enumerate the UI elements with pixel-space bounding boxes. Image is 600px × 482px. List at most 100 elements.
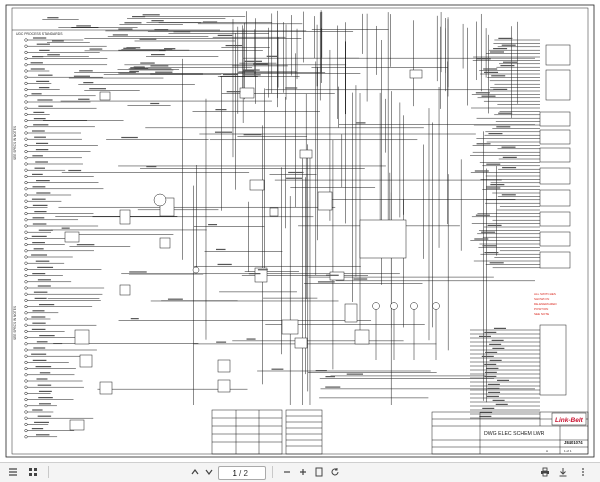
terminal-symbol	[24, 422, 28, 426]
wire-tag	[39, 49, 50, 51]
wire-tag	[492, 399, 505, 401]
wire-tag	[38, 304, 55, 306]
wire-tag	[243, 69, 260, 71]
wire-tag	[146, 166, 157, 168]
terminal-symbol	[24, 218, 28, 222]
wire-tag	[481, 95, 496, 97]
more-icon[interactable]	[576, 465, 590, 479]
wire-tag	[36, 80, 50, 82]
terminal-symbol	[24, 63, 28, 67]
wire-tag	[503, 61, 518, 63]
drawing-title: DWG ELEC SCHEM LWR	[484, 431, 545, 437]
wire-tag	[244, 60, 262, 62]
wire-tag	[215, 248, 226, 251]
wire-tag	[286, 177, 303, 179]
wire-tag	[32, 223, 47, 225]
wire-tag	[476, 58, 491, 60]
wire-tag	[155, 71, 173, 73]
wire-tag	[479, 415, 492, 417]
wire-tag	[489, 262, 504, 264]
wire-tag	[32, 310, 45, 312]
page-number-field[interactable]: / 2	[218, 466, 266, 480]
wire-tag	[33, 291, 48, 293]
component-box	[217, 359, 231, 373]
wire-tag	[202, 21, 218, 23]
wire-tag	[118, 28, 133, 30]
component-box	[299, 149, 313, 159]
page-number-input[interactable]	[219, 468, 239, 478]
wire-tag	[47, 54, 60, 56]
wire-tag	[47, 17, 59, 19]
wire-tag	[150, 65, 169, 67]
terminal-symbol	[24, 379, 28, 383]
wire-tag	[37, 99, 53, 101]
pdf-viewer-toolbar: / 2	[0, 462, 600, 482]
wire-tag	[31, 93, 42, 95]
wire-tag	[33, 248, 44, 250]
wire-tag	[151, 54, 165, 56]
component-symbols	[24, 38, 440, 439]
component-box	[354, 329, 370, 345]
printer-icon[interactable]	[538, 465, 552, 479]
wire-tag	[488, 391, 501, 393]
wire-tag	[123, 47, 136, 49]
arrow-down-icon[interactable]	[202, 465, 216, 479]
wire-tag	[481, 355, 494, 357]
wire-tag	[474, 238, 489, 240]
terminal-symbol	[24, 162, 28, 166]
wire-tag	[475, 214, 490, 216]
wire-tag	[68, 169, 82, 172]
arrow-up-icon[interactable]	[188, 465, 202, 479]
terminal-symbol	[24, 336, 28, 340]
wire-labels	[30, 14, 518, 436]
wire-tag	[32, 409, 43, 411]
component-box	[254, 267, 268, 283]
plus-icon[interactable]	[296, 465, 310, 479]
wire-tag	[214, 131, 233, 133]
wire-tag	[217, 263, 232, 266]
wire-tag	[486, 163, 501, 165]
wiring-schematic: UDC PROCESS STANDARDS SEE SPECS IN NOTES…	[5, 4, 595, 458]
wire-tag	[34, 211, 47, 213]
terminal-symbol	[24, 100, 28, 104]
wire-tag	[35, 434, 50, 436]
wire-tag	[488, 133, 503, 135]
terminal-symbol	[24, 311, 28, 315]
terminal-symbol	[24, 168, 28, 172]
wire-tag	[38, 397, 53, 399]
terminal-symbol	[24, 156, 28, 160]
component-box	[269, 207, 279, 217]
component-box	[79, 354, 93, 368]
warning-line-2: SHOWN IN	[534, 297, 549, 301]
terminal-symbol	[24, 373, 28, 377]
list-icon[interactable]	[6, 465, 20, 479]
wire-tag	[484, 252, 499, 254]
wire-tag	[32, 322, 46, 324]
rotate-icon[interactable]	[328, 465, 342, 479]
wire-tag	[39, 335, 55, 337]
wire-tag	[500, 65, 515, 67]
terminal-symbol	[24, 137, 28, 141]
wire-tag	[34, 297, 47, 299]
download-icon[interactable]	[556, 465, 570, 479]
wire-tag	[130, 318, 139, 320]
wire-tag	[271, 368, 284, 370]
wire-tag	[486, 187, 501, 189]
wire-tag	[216, 341, 227, 343]
grid-icon[interactable]	[26, 465, 40, 479]
wire-tag	[61, 227, 70, 229]
fit-page-icon[interactable]	[312, 465, 326, 479]
terminal-symbol	[24, 88, 28, 92]
wire-tag	[39, 372, 51, 374]
wire-tag	[242, 70, 255, 72]
wire-tag	[493, 327, 506, 329]
wire-tag	[133, 66, 145, 68]
wire-tag	[208, 224, 218, 226]
minus-icon[interactable]	[280, 465, 294, 479]
toolbar-divider	[272, 466, 273, 478]
wire-tag	[38, 74, 53, 76]
terminal-symbol	[24, 367, 28, 371]
wire-tag	[491, 339, 504, 341]
wire-tag	[487, 383, 500, 385]
terminal-symbol	[24, 199, 28, 203]
